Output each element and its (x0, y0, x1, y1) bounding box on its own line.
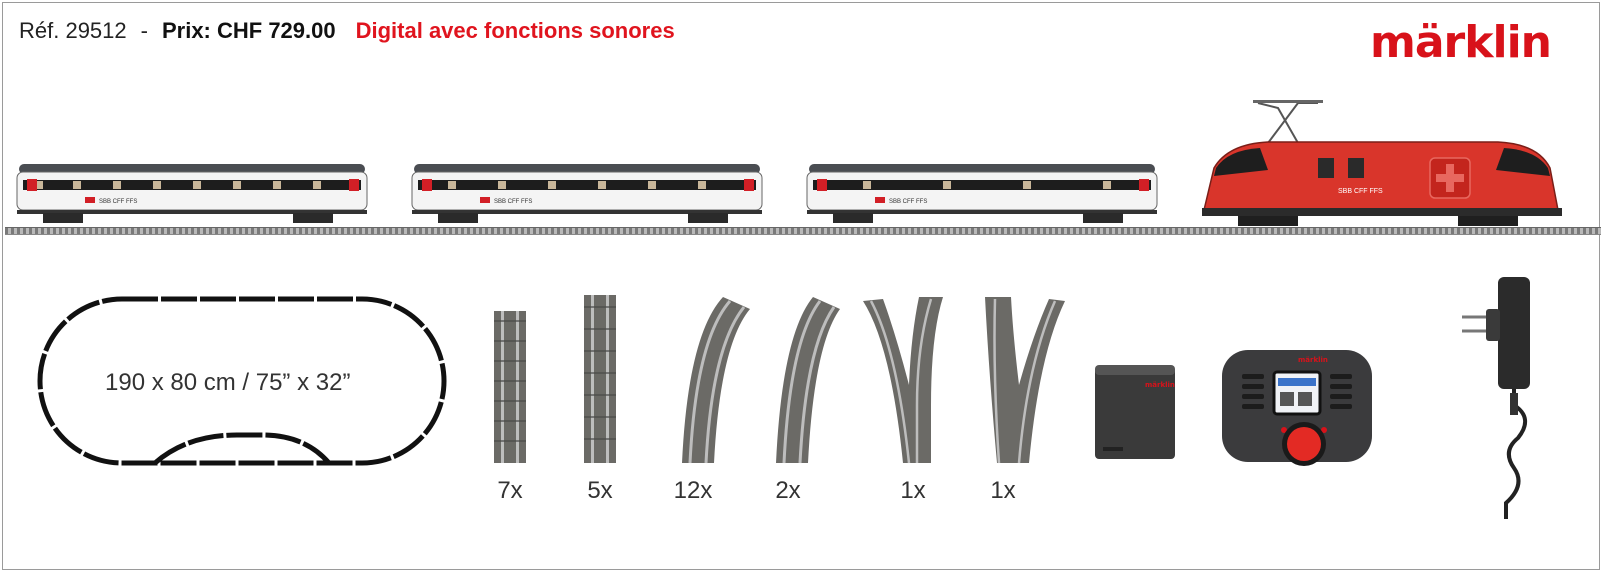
svg-text:märklin: märklin (1145, 381, 1175, 389)
track-count: 12x (673, 477, 713, 504)
track-count: 1x (990, 477, 1016, 504)
passenger-coach-2: SBB CFF FFS (411, 164, 763, 223)
feature-label: Digital avec fonctions sonores (355, 18, 675, 43)
track-count: 1x (900, 477, 926, 504)
electric-locomotive: SBB CFF FFS (1202, 100, 1562, 226)
right-switch-icon (985, 297, 1065, 464)
passenger-coach-3: SBB CFF FFS (806, 164, 1158, 223)
straight-track-icon (584, 295, 616, 463)
coach-marking: SBB CFF FFS (99, 199, 137, 205)
coach-marking: SBB CFF FFS (494, 199, 532, 205)
display-rail (5, 227, 1601, 235)
mobile-station-icon: märklin (1222, 350, 1372, 466)
left-switch-icon (863, 297, 943, 464)
price-label: Prix: CHF 729.00 (161, 18, 336, 43)
passenger-coach-1: SBB CFF FFS (16, 164, 368, 223)
curved-track-icon (682, 297, 750, 464)
curved-track-icon (776, 297, 840, 464)
layout-dimensions: 190 x 80 cm / 75” x 32” (105, 369, 351, 396)
track-count: 7x (497, 477, 523, 504)
marklin-logo: märklin (1370, 17, 1552, 68)
connector-box-icon: märklin (1095, 365, 1175, 459)
track-count: 5x (587, 477, 613, 504)
reference-number: Réf. 29512 (19, 18, 127, 43)
straight-track-icon (494, 311, 526, 463)
product-header: Réf. 29512-Prix: CHF 729.00 Digital avec … (19, 18, 675, 44)
header-separator: - (140, 18, 148, 43)
svg-text:märklin: märklin (1298, 356, 1328, 364)
layout-oval-diagram (37, 296, 447, 466)
power-supply-icon (1462, 277, 1530, 519)
loco-marking: SBB CFF FFS (1338, 188, 1383, 195)
track-count: 2x (775, 477, 801, 504)
coach-marking: SBB CFF FFS (889, 199, 927, 205)
